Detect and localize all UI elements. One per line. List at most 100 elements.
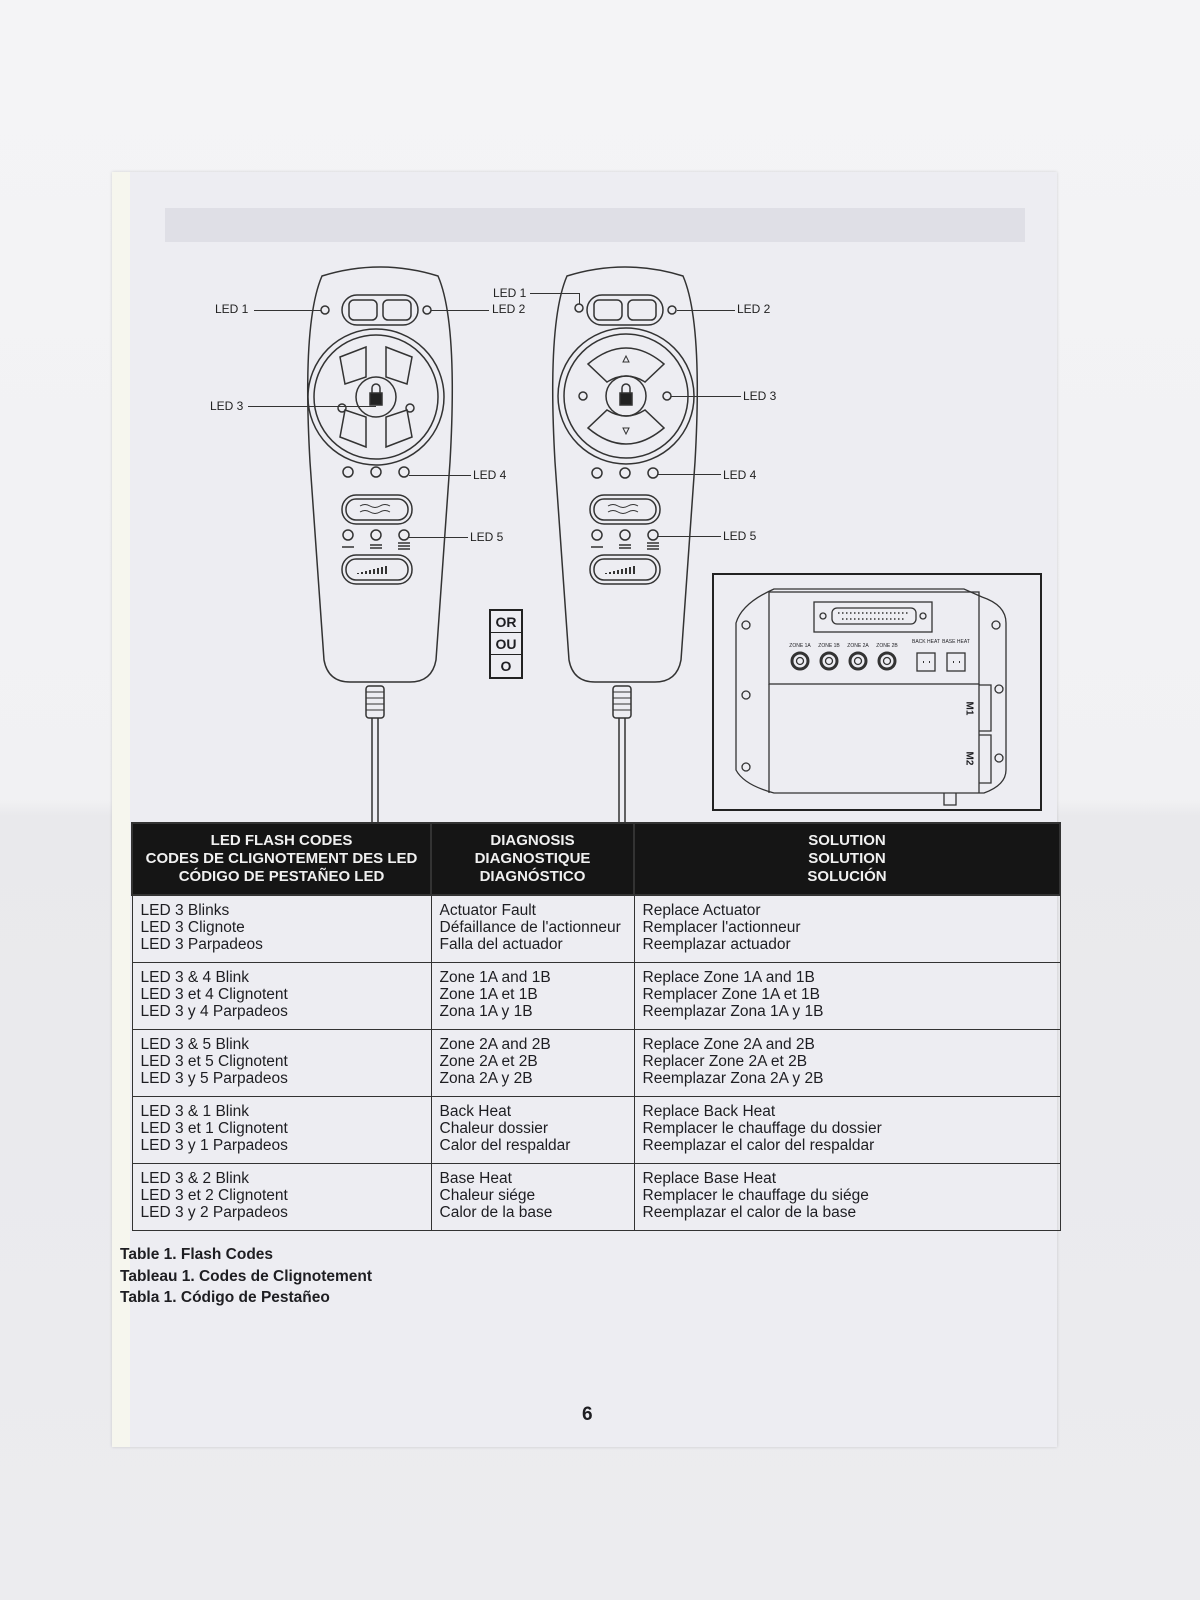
control-box-drawing	[735, 588, 1007, 806]
cell-line: Chaleur siége	[439, 1187, 536, 1204]
cell-line: Falla del actuador	[439, 936, 563, 953]
port-zone-2a: ZONE 2A	[847, 643, 869, 649]
cell-line: Défaillance de l'actionneur	[439, 919, 621, 936]
led3-label-2: LED 3	[743, 389, 777, 403]
cell-line: Base Heat	[439, 1170, 512, 1187]
cell-line: Remplacer le chauffage du dossier	[642, 1120, 882, 1137]
header-text: CÓDIGO DE PESTAÑEO LED	[178, 868, 385, 885]
control-box-diagram: ZONE 1A ZONE 1B ZONE 2A ZONE 2B BACK HEA…	[712, 573, 1042, 811]
header-diagnosis: DIAGNOSIS DIAGNOSTIQUE DIAGNÓSTICO	[430, 822, 635, 896]
header-led-flash-codes: LED FLASH CODES CODES DE CLIGNOTEMENT DE…	[131, 822, 432, 896]
table-header-row: LED FLASH CODES CODES DE CLIGNOTEMENT DE…	[131, 822, 1061, 896]
port-zone-2b: ZONE 2B	[876, 643, 898, 649]
led5-label-2: LED 5	[723, 529, 757, 543]
table-caption: Table 1. Flash Codes Tableau 1. Codes de…	[120, 1244, 372, 1309]
motor-m1-label: M1	[963, 701, 975, 716]
cell-line: Replace Zone 2A and 2B	[642, 1036, 815, 1053]
remote-control-2	[551, 266, 699, 822]
remote-control-1	[306, 266, 454, 822]
led3-label: LED 3	[210, 399, 244, 413]
or-en: OR	[491, 611, 521, 633]
led1-label: LED 1	[215, 302, 249, 316]
led1-leader	[254, 310, 321, 312]
header-text: DIAGNÓSTICO	[479, 868, 586, 885]
led1-leader-2	[530, 293, 580, 295]
cell-line: Chaleur dossier	[439, 1120, 549, 1137]
cell-line: Reemplazar Zona 1A y 1B	[642, 1003, 824, 1020]
led2-label-2: LED 2	[737, 302, 771, 316]
port-zone-1b: ZONE 1B	[818, 643, 840, 649]
cell-line: Reemplazar actuador	[642, 936, 791, 953]
cell-line: Zone 1A et 1B	[439, 986, 538, 1003]
cell-line: Replace Actuator	[642, 902, 761, 919]
flash-codes-table: LED FLASH CODES CODES DE CLIGNOTEMENT DE…	[131, 822, 1061, 1231]
cell-line: Zona 1A y 1B	[439, 1003, 533, 1020]
led5-leader	[409, 537, 468, 539]
header-text: SOLUTION	[808, 832, 886, 849]
cell-line: LED 3 y 2 Parpadeos	[140, 1204, 288, 1221]
led2-leader	[431, 310, 489, 312]
led1-leader-2-drop	[579, 293, 581, 304]
cell-line: Calor del respaldar	[439, 1137, 571, 1154]
led3-leader	[248, 406, 376, 408]
or-es: O	[500, 658, 512, 674]
cell-line: LED 3 & 2 Blink	[140, 1170, 250, 1187]
cell-line: LED 3 y 4 Parpadeos	[140, 1003, 288, 1020]
led4-label: LED 4	[473, 468, 507, 482]
page-number: 6	[582, 1404, 593, 1425]
cell-line: LED 3 & 4 Blink	[140, 969, 250, 986]
cell-line: LED 3 et 1 Clignotent	[140, 1120, 288, 1137]
cell-line: LED 3 Parpadeos	[140, 936, 263, 953]
bleed-through-header	[165, 208, 1025, 242]
cell-line: LED 3 y 5 Parpadeos	[140, 1070, 288, 1087]
caption-en: Table 1. Flash Codes	[120, 1246, 274, 1263]
cell-line: Replace Zone 1A and 1B	[642, 969, 815, 986]
led5-leader-2	[658, 536, 721, 538]
led5-label: LED 5	[470, 530, 504, 544]
cell-line: LED 3 et 4 Clignotent	[140, 986, 288, 1003]
cell-line: Reemplazar Zona 2A y 2B	[642, 1070, 824, 1087]
cell-line: LED 3 Blinks	[140, 902, 230, 919]
cell-line: LED 3 Clignote	[140, 919, 245, 936]
cell-line: LED 3 & 1 Blink	[140, 1103, 250, 1120]
header-text: CODES DE CLIGNOTEMENT DES LED	[145, 850, 418, 867]
led2-label: LED 2	[492, 302, 526, 316]
cell-line: Zone 2A et 2B	[439, 1053, 538, 1070]
page-edge	[112, 172, 130, 1447]
port-zone-1a: ZONE 1A	[789, 643, 811, 649]
cell-line: Replace Back Heat	[642, 1103, 776, 1120]
cell-line: Back Heat	[439, 1103, 512, 1120]
cell-line: LED 3 et 2 Clignotent	[140, 1187, 288, 1204]
cell-line: Zone 2A and 2B	[439, 1036, 551, 1053]
cell-line: LED 3 y 1 Parpadeos	[140, 1137, 288, 1154]
cell-line: Reemplazar el calor del respaldar	[642, 1137, 875, 1154]
led1-label-2: LED 1	[493, 286, 527, 300]
cell-line: Replacer Zone 2A et 2B	[642, 1053, 808, 1070]
caption-fr: Tableau 1. Codes de Clignotement	[120, 1267, 373, 1285]
motor-m2-label: M2	[963, 751, 975, 766]
cell-line: LED 3 et 5 Clignotent	[140, 1053, 288, 1070]
header-text: SOLUTION	[808, 850, 886, 867]
cell-line: Replace Base Heat	[642, 1170, 777, 1187]
cell-line: Zona 2A y 2B	[439, 1070, 533, 1087]
cell-line: Remplacer le chauffage du siége	[642, 1187, 869, 1204]
port-base-heat: BASE HEAT	[942, 639, 970, 645]
led4-leader-2	[658, 474, 721, 476]
cell-line: Actuator Fault	[439, 902, 537, 919]
